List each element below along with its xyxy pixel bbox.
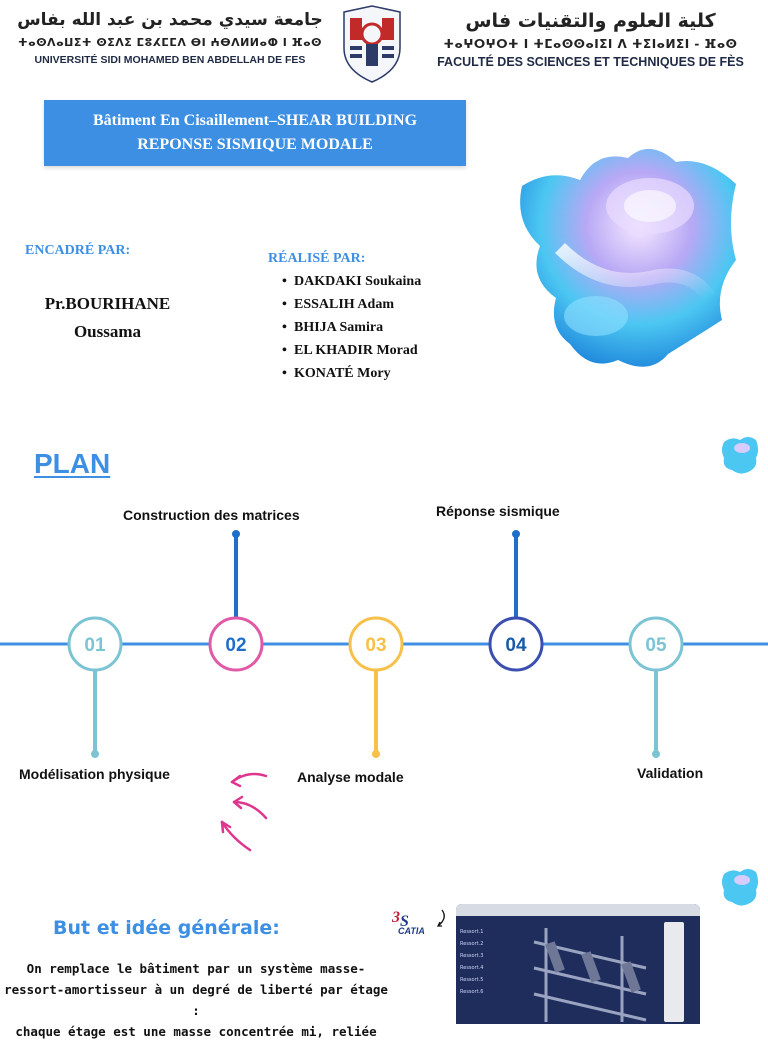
catia-logo: 3 S CATIA [388,904,458,940]
step-05-label: Validation [637,765,704,781]
team-label: RÉALISÉ PAR: [268,251,366,266]
step-04-circle [488,616,544,672]
header-left: جامعة سيدي محمد بن عبد الله بفاس ⵜⴰⵙⴷⴰⵡⵉ… [10,10,330,66]
goal-text-line: On remplace le bâtiment par un système m… [26,961,366,976]
tree-item: Ressort.2 [460,941,484,947]
supervisor-name: Pr.BOURIHANE Oussama [20,290,195,346]
team-member: BHIJA Samira [282,318,421,338]
step-03-dot [372,750,380,758]
university-name-french: UNIVERSITÉ SIDI MOHAMED BEN ABDELLAH DE … [34,54,306,66]
plan-title: PLAN [34,448,111,479]
university-logo [336,4,408,84]
decorative-arrows [210,770,280,855]
catia-side-toolbar [664,922,684,1022]
step-05-number: 05 [645,635,667,656]
tree-item: Ressort.4 [460,965,484,971]
supervisor-label: ENCADRÉ PAR: [25,243,131,258]
supervisor-name-line-1: Pr.BOURIHANE [44,294,171,313]
step-05-dot [652,750,660,758]
title-banner: Bâtiment En Cisaillement–SHEAR BUILDING … [44,100,466,166]
plan-timeline: 01 02 03 04 05 [0,490,768,790]
catia-screenshot: Ressort.1 Ressort.2 Ressort.3 Ressort.4 … [456,904,700,1024]
title-line-2: REPONSE SISMIQUE MODALE [137,136,373,153]
tree-item: Ressort.6 [460,989,484,995]
step-01-circle [67,616,123,672]
step-01-number: 01 [84,635,106,656]
step-04-label: Réponse sismique [436,503,560,519]
mini-blob-icon [718,432,762,476]
team-member: EL KHADIR Morad [282,341,421,361]
step-02-number: 02 [225,635,246,656]
step-05-circle [628,616,684,672]
decorative-3d-shape [500,128,750,378]
step-02-circle [208,616,264,672]
team-member: DAKDAKI Soukaina [282,272,421,292]
catia-logo-text: CATIA [398,926,425,936]
step-02-dot [232,530,240,538]
goal-text: On remplace le bâtiment par un système m… [0,958,392,1042]
step-03-number: 03 [365,635,386,656]
goal-text-line: ressort-amortisseur à un degré de libert… [4,982,388,1018]
team-list: DAKDAKI Soukaina ESSALIH Adam BHIJA Sami… [282,272,421,387]
faculty-name-tifinagh: ⵜⴰⵖⵔⵖⵔⵜ ⵏ ⵜⵎⴰⵙⵙⴰⵏⵉⵏ ⴷ ⵜⵉⵏⴰⵍⵉⵏ - ⴼⴰⵙ [443,37,738,51]
title-line-1: Bâtiment En Cisaillement–SHEAR BUILDING [92,112,418,129]
university-name-tifinagh: ⵜⴰⵙⴷⴰⵡⵉⵜ ⵙⵉⴷⵉ ⵎⵓⵃⵎⵎⴷ ⴱⵏ ⵄⴱⴷⵍⵍⴰⵀ ⵏ ⴼⴰⵙ [17,36,323,49]
step-01-dot [91,750,99,758]
catia-toolbar [456,904,700,916]
university-name-arabic: جامعة سيدي محمد بن عبد الله بفاس [17,10,323,30]
goal-text-line: chaque étage est une masse concentrée mi… [15,1024,377,1039]
faculty-name-french: FACULTÉ DES SCIENCES ET TECHNIQUES DE FÈ… [437,55,744,69]
team-member: ESSALIH Adam [282,295,421,315]
mini-blob-icon-2 [718,864,762,908]
header-right: كلية العلوم والتقنيات فاس ⵜⴰⵖⵔⵖⵔⵜ ⵏ ⵜⵎⴰⵙ… [418,10,763,69]
team-member: KONATÉ Mory [282,364,421,384]
catia-3d-model [533,928,647,1022]
faculty-name-arabic: كلية العلوم والتقنيات فاس [465,10,716,32]
supervisor-name-line-2: Oussama [73,322,142,341]
step-04-dot [512,530,520,538]
svg-text:S: S [400,913,409,930]
step-03-label: Analyse modale [297,769,404,785]
step-04-number: 04 [505,635,527,656]
tree-item: Ressort.5 [460,977,484,983]
tree-item: Ressort.1 [460,929,484,935]
catia-spec-tree: Ressort.1 Ressort.2 Ressort.3 Ressort.4 … [460,926,530,998]
goal-title: But et idée générale: [53,917,280,939]
svg-text:3: 3 [391,909,400,926]
step-03-circle [348,616,404,672]
tree-item: Ressort.3 [460,953,484,959]
step-02-label: Construction des matrices [123,507,300,523]
step-01-label: Modélisation physique [19,766,170,782]
